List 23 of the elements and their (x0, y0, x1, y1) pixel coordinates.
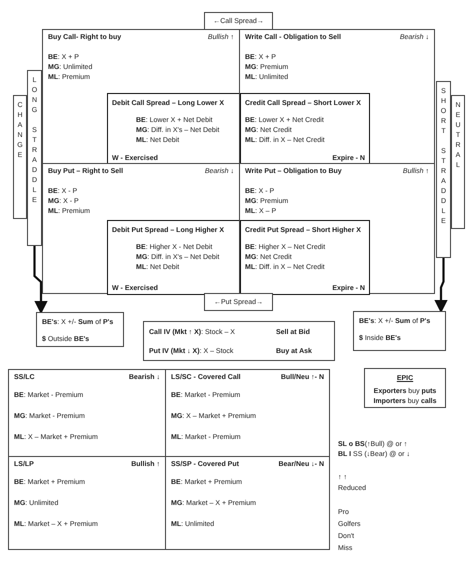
spread-box (107, 93, 241, 165)
strategy-cell (8, 456, 166, 550)
strategy-cell (165, 369, 330, 457)
spread-box (240, 220, 370, 295)
spread-box (240, 93, 370, 165)
strategy-tab (451, 95, 465, 229)
strategy-cell (239, 29, 435, 164)
breakeven-box (353, 311, 446, 351)
strategy-tab (27, 70, 42, 246)
strategy-cell (165, 456, 330, 550)
strategy-tab (13, 95, 27, 219)
arrow (33, 246, 48, 314)
breakeven-box (36, 312, 124, 347)
strategy-tab (436, 81, 451, 258)
strategy-cell (239, 163, 435, 294)
strategy-cell (42, 163, 240, 294)
mnemonic-box (364, 368, 446, 408)
strategy-cell (42, 29, 240, 164)
strategy-cell (8, 369, 166, 457)
spread-box (107, 220, 241, 295)
spread-tab (204, 293, 273, 311)
arrow (434, 258, 448, 314)
intrinsic-value-box (143, 321, 335, 361)
